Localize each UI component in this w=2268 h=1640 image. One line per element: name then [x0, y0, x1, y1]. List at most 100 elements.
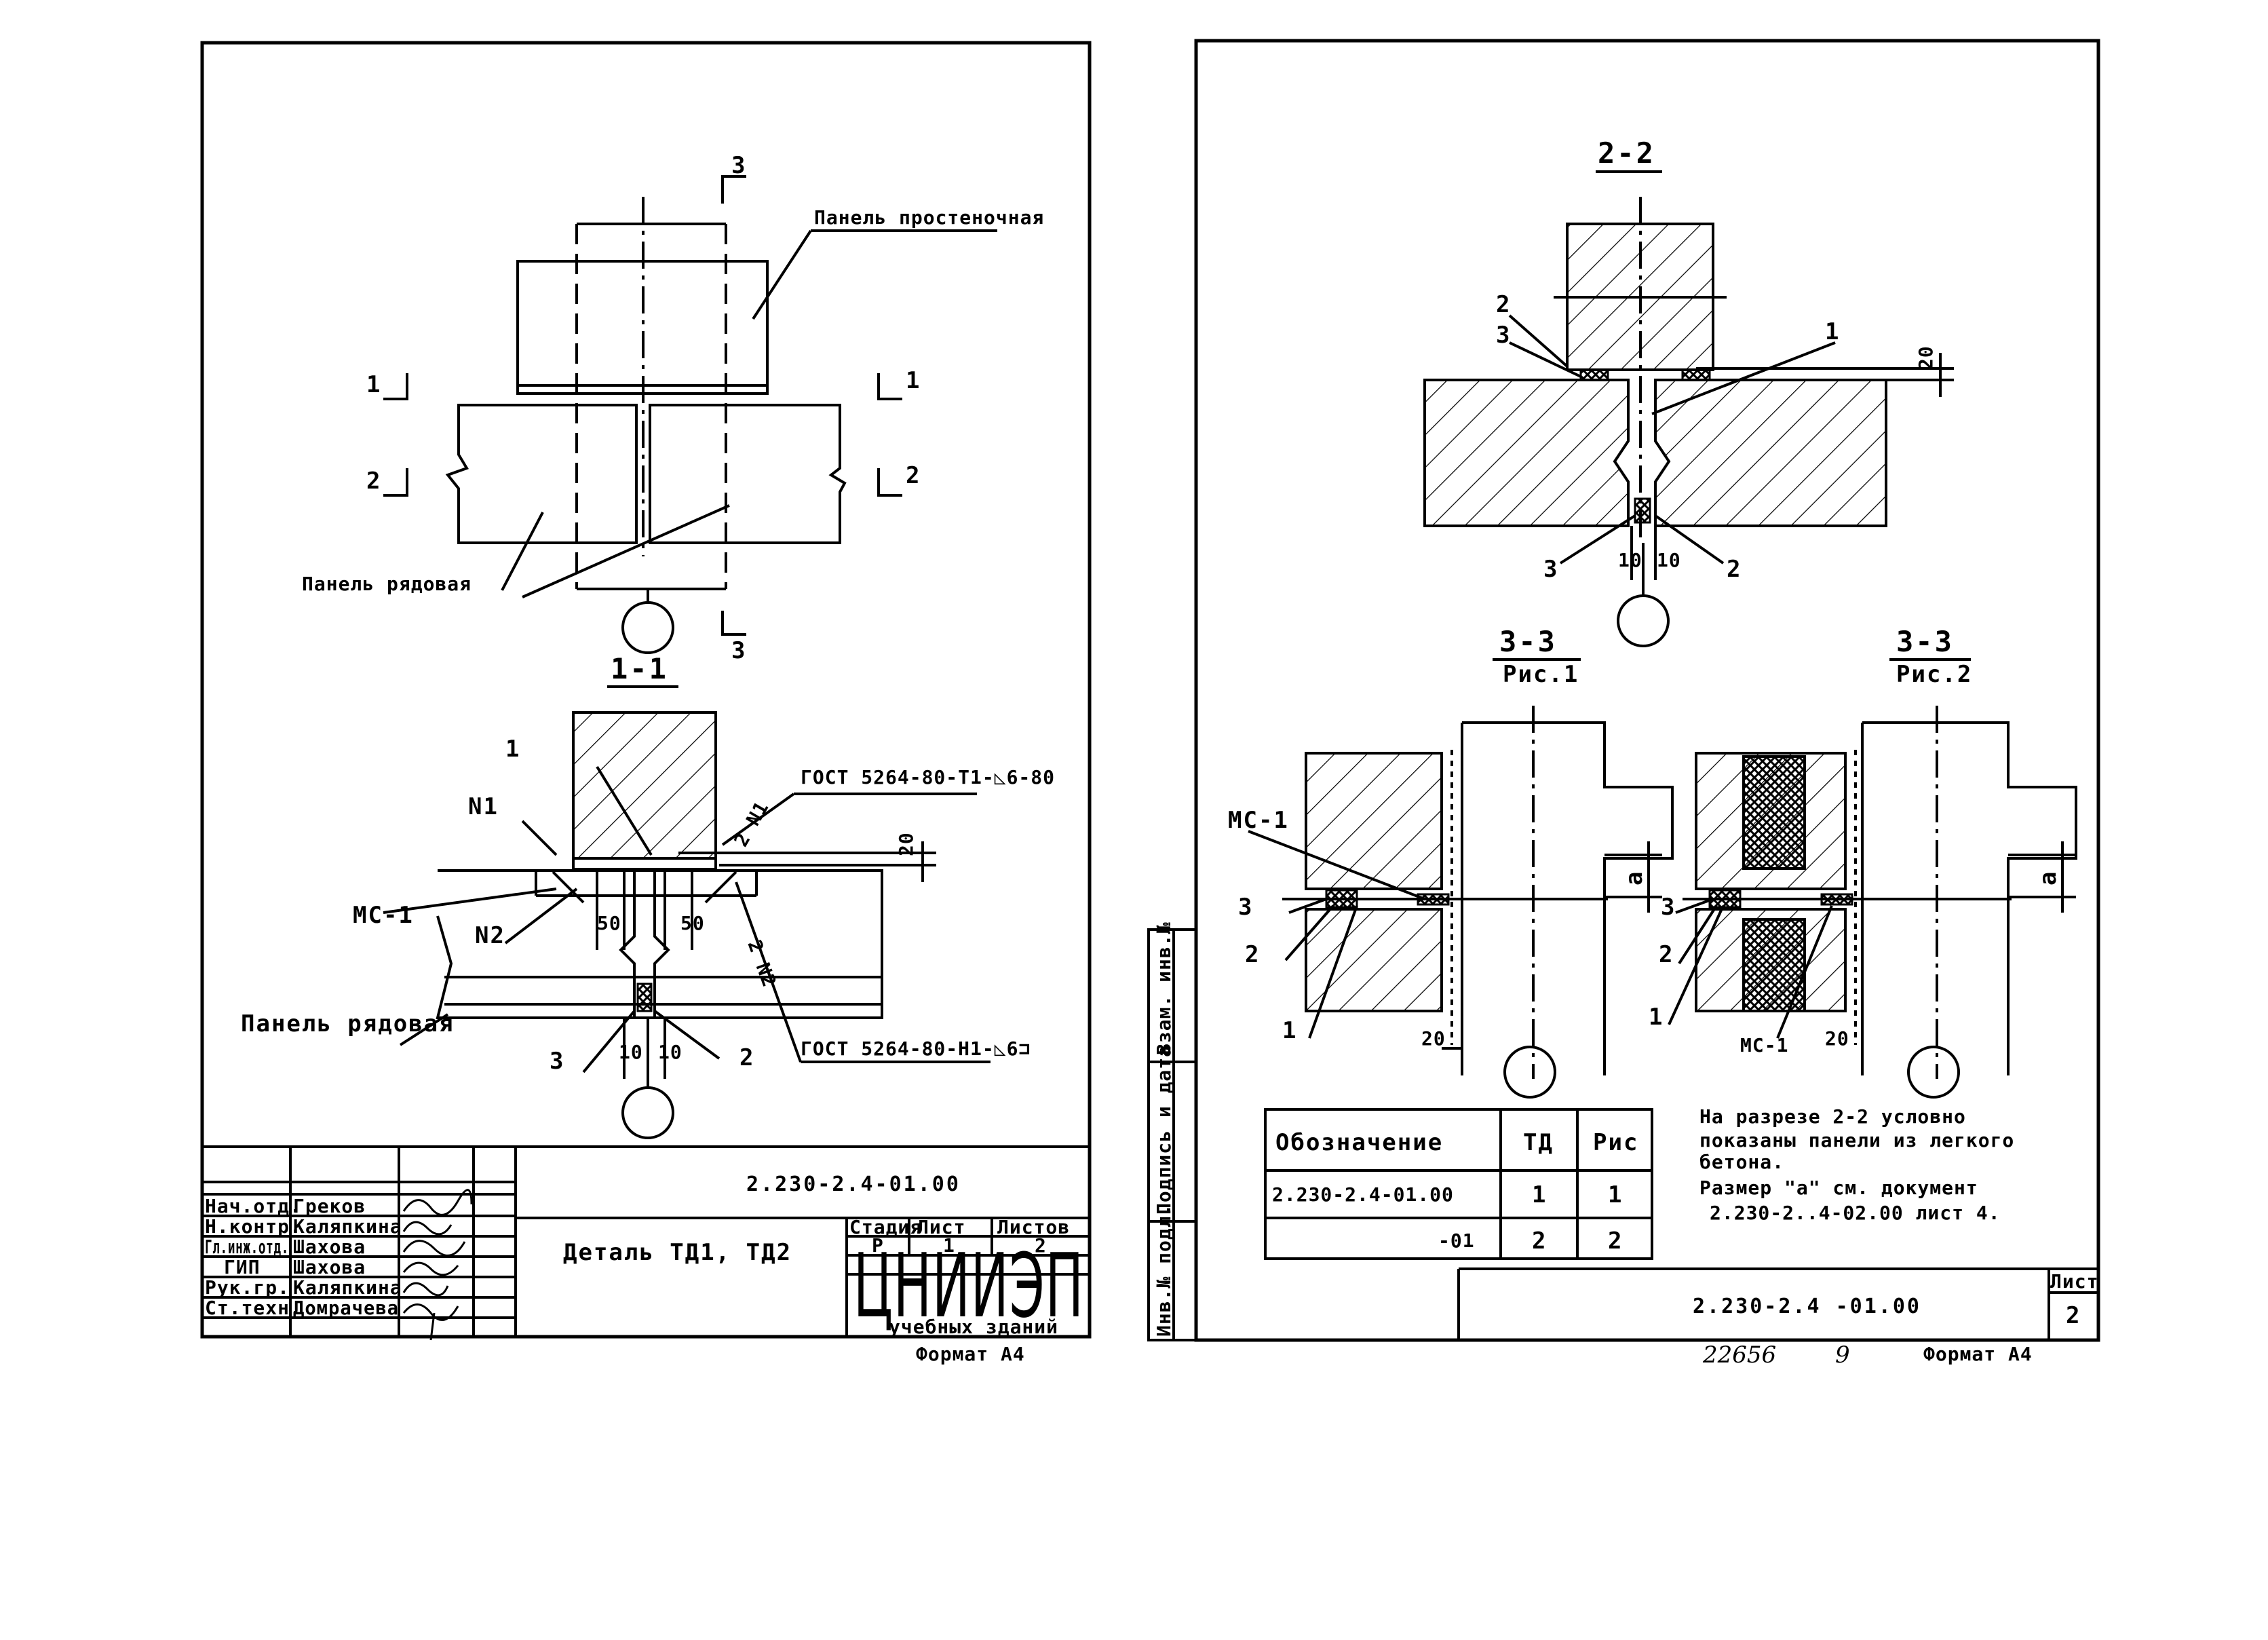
table-cell-1-0: -01	[1438, 1229, 1475, 1252]
stamp-replace: Взам. инв.№	[1153, 922, 1175, 1055]
callout-2: 2	[739, 1044, 754, 1071]
org-subtitle: учебных зданий	[889, 1316, 1058, 1338]
left-title: Деталь ТД1, ТД2	[563, 1239, 792, 1266]
role-4: Рук.гр.	[205, 1276, 290, 1299]
label-pilaster-panel: Панель простеночная	[814, 206, 1044, 229]
right-doc-code: 2.230-2.4 -01.00	[1693, 1295, 1921, 1318]
page-number: 9	[1835, 1341, 1850, 1369]
dim-2-2-10a: 10	[1618, 549, 1642, 571]
label-row-panel-1: Панель рядовая	[241, 1010, 455, 1037]
left-sheet-frame	[200, 41, 1092, 1339]
top-plan-view	[383, 175, 997, 654]
dim-50-right: 50	[680, 912, 705, 934]
note-line-0: На разрезе 2-2 условно	[1699, 1105, 1966, 1128]
fig1-callout-mc1: МС-1	[1228, 807, 1289, 834]
row-panel-left	[445, 404, 638, 544]
callout-2n2: 2 N2	[743, 937, 780, 990]
seal-right	[1681, 368, 1711, 381]
pilaster-panel	[516, 260, 769, 395]
dim-2-2-10b: 10	[1657, 549, 1681, 571]
role-2: Гл.инж.отд.	[205, 1236, 289, 1258]
name-0: Греков	[293, 1195, 366, 1217]
weld-plate	[572, 857, 717, 871]
stage-header: Стадия	[849, 1216, 922, 1238]
fig2-insulation-upper	[1742, 755, 1806, 870]
left-sheet: 3 3 1 1 2 2 Панель простеночная Панель р…	[200, 41, 1092, 1365]
fig1-callout-3: 3	[1238, 894, 1253, 921]
fig2-callout-2: 2	[1659, 941, 1674, 968]
axis-marker	[621, 601, 674, 654]
note: На разрезе 2-2 условно показаны панели и…	[1699, 1105, 2014, 1224]
panel-left-section	[1423, 379, 1630, 527]
sheet-header: Лист	[917, 1216, 965, 1238]
table-cell-0-0: 2.230-2.4-01.00	[1272, 1183, 1454, 1206]
stage-value: Р	[872, 1234, 884, 1257]
dim-20: 20	[895, 832, 917, 856]
section-1-1-title: 1-1	[611, 652, 668, 685]
right-title-block	[1457, 1267, 2098, 1340]
fig1-callout-1: 1	[1282, 1017, 1297, 1044]
table-cell-1-2: 2	[1608, 1227, 1623, 1255]
callout-1: 1	[505, 736, 520, 763]
section-mark-1-left: 1	[366, 371, 381, 398]
dim-50-left: 50	[597, 912, 621, 934]
left-format: Формат А4	[916, 1343, 1025, 1365]
weld-seam	[636, 983, 653, 1012]
right-sheet-header: Лист	[2050, 1270, 2098, 1293]
fig1-upper-panel	[1305, 752, 1443, 890]
name-3: Шахова	[293, 1256, 366, 1278]
dim-10-left: 10	[619, 1041, 643, 1063]
section-mark-2-right: 2	[906, 462, 921, 489]
section-3-3-fig1: 3-3 Рис.1 МС-1 3	[1228, 625, 1674, 1099]
right-sheet: 2-2 2	[1147, 39, 2100, 1369]
name-1: Каляпкина	[293, 1215, 402, 1238]
label-row-panel-top: Панель рядовая	[302, 573, 472, 595]
fig2-dim-a: a	[2035, 871, 2062, 885]
row-panel-section	[436, 869, 883, 1019]
fig2-dim-20: 20	[1825, 1027, 1849, 1050]
sheets-value: 2	[1035, 1234, 1047, 1257]
fig1-dim-a: a	[1621, 871, 1648, 885]
role-3: ГИП	[224, 1256, 261, 1278]
fig1-lower-panel	[1305, 908, 1443, 1012]
fig2-subtitle: Рис.2	[1896, 661, 1972, 688]
role-0: Нач.отд.	[205, 1195, 302, 1217]
stamp-sign: Подпись и дата	[1153, 1045, 1175, 1215]
callout-2-2-1: 1	[1825, 318, 1840, 345]
fig1-subtitle: Рис.1	[1503, 661, 1579, 688]
handwritten-signatures	[402, 1189, 473, 1341]
right-format: Формат А4	[1923, 1343, 2033, 1365]
fig1-callout-2: 2	[1245, 941, 1260, 968]
callout-n1: N1	[468, 793, 499, 820]
note-line-1: показаны панели из легкого	[1699, 1129, 2014, 1151]
weld-note-bottom: ГОСТ 5264-80-Н1-◺6⊐	[801, 1037, 1031, 1060]
section-mark-3-bottom: 3	[731, 637, 746, 664]
section-3-3-fig2: 3-3 Рис.2 3	[1649, 625, 2077, 1099]
role-1: Н.контр.	[205, 1215, 302, 1238]
left-title-block	[202, 1145, 1090, 1337]
section-2-2-title: 2-2	[1598, 136, 1655, 170]
table-cell-0-2: 1	[1608, 1181, 1623, 1208]
name-4: Каляпкина	[293, 1276, 402, 1299]
fig2-title: 3-3	[1896, 625, 1954, 658]
table-header-2: Рис	[1593, 1129, 1638, 1156]
fig1-dim-20: 20	[1421, 1027, 1446, 1050]
callout-2-2-2: 2	[1496, 291, 1511, 318]
row-panel-right	[649, 404, 847, 544]
weld-note-top: ГОСТ 5264-80-Т1-◺6-80	[801, 766, 1055, 788]
org-logo: ЦНИИЭП	[853, 1234, 1084, 1337]
panel-right-section	[1654, 379, 1887, 527]
section-mark-3-top: 3	[731, 152, 746, 179]
section-1-1: 1-1	[241, 652, 1055, 1139]
fig2-callout-3: 3	[1661, 894, 1676, 921]
callout-3: 3	[550, 1048, 564, 1075]
table-cell-1-1: 2	[1532, 1227, 1547, 1255]
note-line-4: 2.230-2..4-02.00 лист 4.	[1710, 1202, 2001, 1224]
role-5: Ст.техн.	[205, 1297, 302, 1319]
callout-2-2-3: 3	[1496, 322, 1511, 349]
callout-2n1: 2 N1	[729, 797, 773, 850]
joint-seal	[619, 869, 670, 1018]
table-header-1: ТД	[1523, 1129, 1554, 1156]
joint-filler	[1634, 497, 1651, 524]
